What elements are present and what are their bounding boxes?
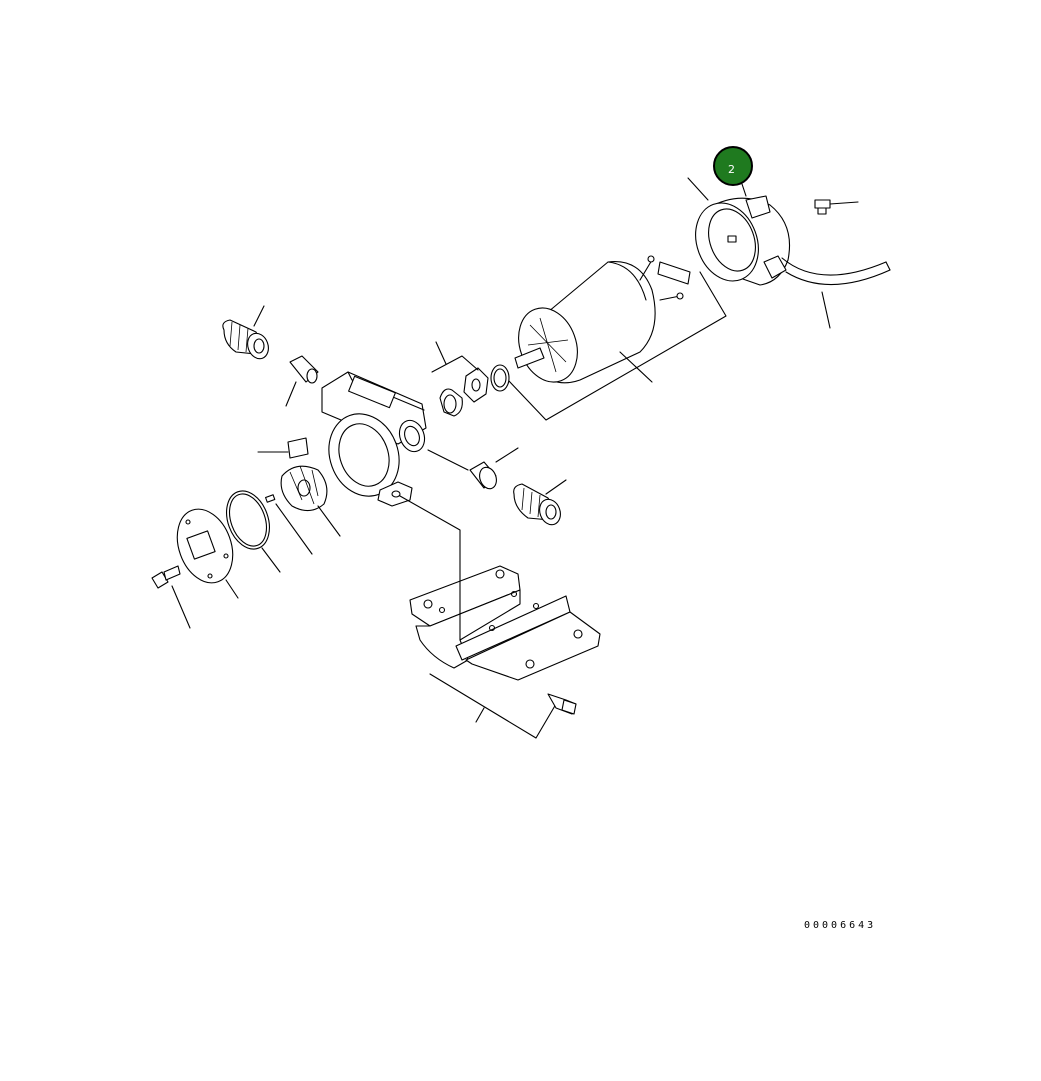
- plug-fitting: [427, 447, 519, 490]
- nipple-fitting: [285, 355, 319, 407]
- drawing-number: 00006643: [804, 920, 877, 931]
- pump-housing: [321, 371, 427, 507]
- seal-plate: [257, 437, 309, 459]
- o-ring-gasket: [226, 490, 281, 573]
- callout-label: 2: [728, 163, 735, 176]
- cover-bolt: [151, 565, 191, 629]
- cable: [763, 255, 891, 286]
- terminal-clip: [814, 199, 859, 215]
- nut-washer-group: [431, 341, 510, 417]
- key: [265, 494, 313, 555]
- mounting-bracket: [409, 565, 601, 739]
- callout-marker[interactable]: 2: [713, 146, 753, 197]
- hose-fitting-upper: [222, 305, 269, 360]
- cover-plate: [176, 508, 239, 599]
- impeller: [280, 465, 341, 537]
- hose-fitting-lower: [513, 479, 567, 526]
- bracket-bolt: [547, 693, 577, 715]
- motor-body: [514, 255, 691, 384]
